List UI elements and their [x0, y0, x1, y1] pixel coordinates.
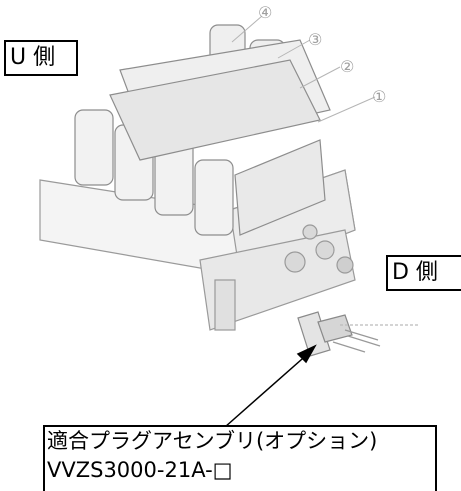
- plug-assembly-part-number: VVZS3000-21A-□: [47, 458, 233, 482]
- plug-assembly: [297, 311, 420, 357]
- solenoid-valves: [74, 24, 331, 236]
- station-number-3: ③: [308, 30, 322, 49]
- pointer-arrow: [224, 344, 317, 428]
- plug-assembly-callout: 適合プラグアセンブリ(オプション) VVZS3000-21A-□: [43, 425, 437, 491]
- u-side-label: U 側: [4, 40, 78, 76]
- plug-assembly-title: 適合プラグアセンブリ(オプション): [47, 429, 378, 453]
- station-number-1: ①: [372, 87, 386, 106]
- station-number-2: ②: [340, 57, 354, 76]
- station-number-4: ④: [258, 3, 272, 22]
- d-side-label: D 側: [386, 255, 461, 291]
